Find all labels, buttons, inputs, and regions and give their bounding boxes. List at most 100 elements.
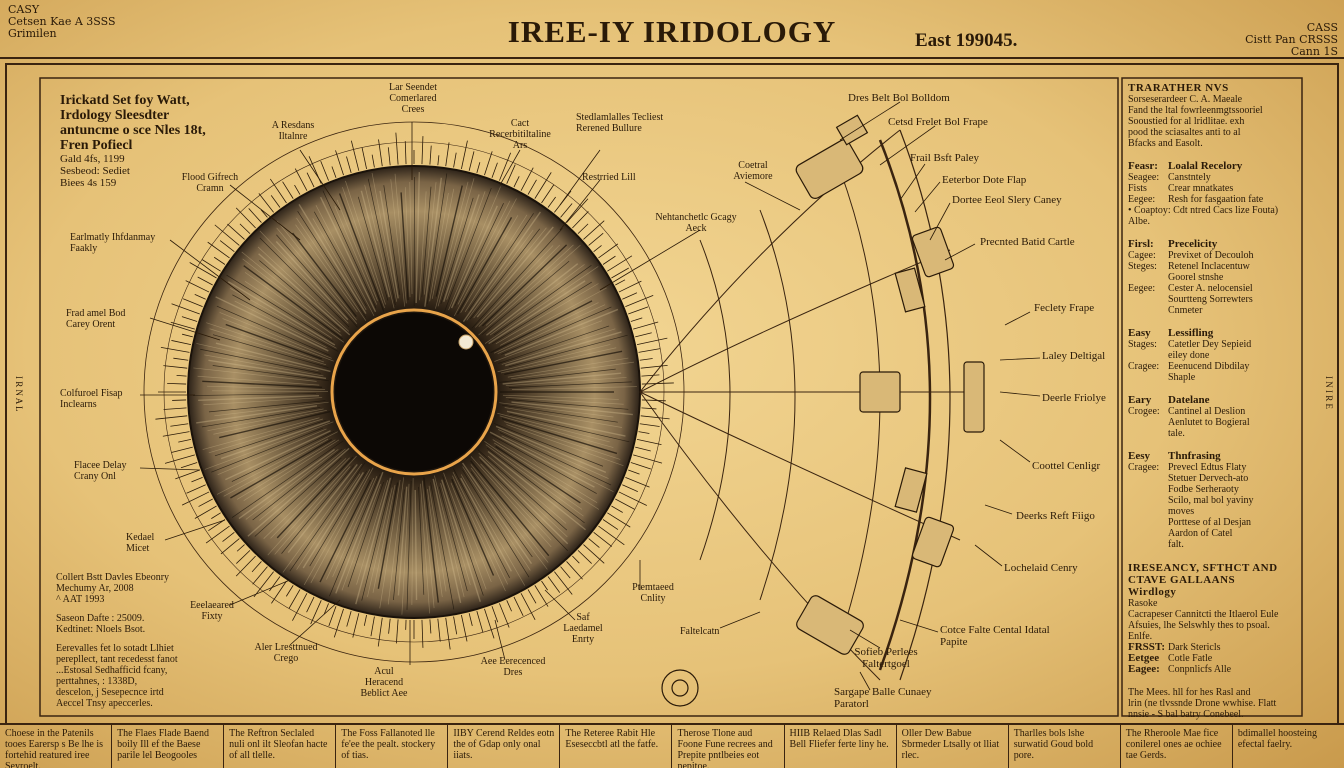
sidebar-group-row: eiley done xyxy=(1128,350,1293,361)
diagram-label: Flacee Delay Crany Onl xyxy=(74,460,127,482)
diagram-label: Sargape Balle Cunaey Paratorl xyxy=(834,686,932,710)
caption-line: CASS xyxy=(1306,21,1338,34)
sidebar-group-heading: Feasr:Loalal Recelory xyxy=(1128,161,1293,172)
note-line: ^ AAT 1993 xyxy=(56,594,105,605)
sidebar-row-key xyxy=(1128,473,1168,484)
sidebar-row-key xyxy=(1128,372,1168,383)
sidebar-group-row: Sourtteng Sorrewters xyxy=(1128,294,1293,305)
sidebar-row-value: Aenlutet to Bogieral xyxy=(1168,417,1250,428)
sidebar-row-value: Cester A. nelocensiel xyxy=(1168,283,1253,294)
sidebar-row-value: Eeenucend Dibdilay xyxy=(1168,361,1250,372)
caption-line: CASY xyxy=(8,3,40,16)
sidebar-group-row: Fodbe Serheraoty xyxy=(1128,484,1293,495)
diagram-label: Earlmatly Ihfdanmay Faakly xyxy=(70,232,156,254)
sidebar-row-key: Seagee: xyxy=(1128,172,1160,183)
sidebar-section-line: Rasoke xyxy=(1128,598,1158,609)
sidebar-row-value: Catetler Dey Sepieid xyxy=(1168,339,1252,350)
sidebar-row-key: Eegee: xyxy=(1128,283,1156,294)
sidebar-row-value: Dark Stericls xyxy=(1168,642,1221,653)
top-left-note: Irickatd Set foy Watt, Irdology Sleesdte… xyxy=(60,93,230,189)
sidebar-row-value: Aardon of Catel xyxy=(1168,528,1233,539)
sidebar-group-row: Shaple xyxy=(1128,372,1293,383)
note-line: Aeccel Tnsy apeccerles. xyxy=(56,698,153,709)
left-notes-block: Collert Bstt Davles Ebeonry Mechumy Ar, … xyxy=(56,572,206,709)
left-side-tab: I R N A L xyxy=(14,376,24,412)
sidebar-group-key: Easy xyxy=(1128,327,1151,339)
sidebar-row-value: Sourtteng Sorrewters xyxy=(1168,294,1253,305)
sidebar-row-key xyxy=(1128,495,1168,506)
sidebar-row-key xyxy=(1128,484,1168,495)
note-line: Saseon Dafte : 25009. xyxy=(56,613,145,624)
note-line: Kedtinet: Nloels Bsot. xyxy=(56,624,146,635)
sidebar-intro-line: Bfacks and Easolt. xyxy=(1128,138,1203,149)
note-line: Mechumy Ar, 2008 xyxy=(56,583,134,594)
label-leader-lines xyxy=(139,101,1041,691)
sidebar-row-key: Eegee: xyxy=(1128,194,1156,205)
diagram-label: Faltelcatn xyxy=(680,626,720,637)
sidebar-group-row: Aardon of Catel xyxy=(1128,528,1293,539)
sidebar-row-key: Fists xyxy=(1128,183,1147,194)
sidebar-row-key: Cragee: xyxy=(1128,361,1160,372)
diagram-label: Lochelaid Cenry xyxy=(1004,562,1078,574)
sidebar-row-key xyxy=(1128,506,1168,517)
diagram-label: Saf Laedamel Enrty xyxy=(563,612,603,645)
caption-line: Grimilen xyxy=(8,27,57,40)
note-line: Eerevalles fet lo sotadt Llhiet xyxy=(56,643,174,654)
sidebar-group-key: Firsl: xyxy=(1128,238,1154,250)
sidebar-group-row: Eegee:Resh for fasgaation fate xyxy=(1128,194,1293,205)
sidebar-group-row: Aenlutet to Bogieral xyxy=(1128,417,1293,428)
diagram-label: Aler Lresttnued Crego xyxy=(254,642,318,664)
sidebar-row-value: tale. xyxy=(1168,428,1185,439)
pupil-ring xyxy=(330,308,498,476)
note-line: perttahnes, : 1338D, xyxy=(56,676,138,687)
sidebar-row-key: Steges: xyxy=(1128,261,1157,272)
sidebar-group-row: Crogee: Cantinel al Deslion xyxy=(1128,406,1293,417)
sidebar-section-line: Enlfe. xyxy=(1128,631,1153,642)
note-heading: antuncme o sce Nles 18t, xyxy=(60,123,206,138)
diagram-label: Cotce Falte Cental Idatal Papite xyxy=(940,624,1050,648)
sidebar-row-value: Retenel Inclacentuw xyxy=(1168,261,1250,272)
sidebar-row-key xyxy=(1128,294,1168,305)
top-right-caption: CASS Cistt Pan CRSSS Cann 1S xyxy=(1245,22,1338,58)
diagram-label: Dres Belt Bol Bolldom xyxy=(848,92,950,104)
sidebar-row-key: Cagee: xyxy=(1128,250,1156,261)
sidebar-section-line: lrin (ne tlvssnde Drone wwhise. Flatt xyxy=(1128,698,1277,709)
legend-sidebar: TRARATHER NVS Sorseserardeer C. A. Maeal… xyxy=(1128,82,1293,720)
sidebar-section-title: CTAVE GALLAANS xyxy=(1128,574,1236,586)
sidebar-row-key: Cragee: xyxy=(1128,462,1160,473)
sidebar-row-value: falt. xyxy=(1168,539,1184,550)
right-side-tab: I N I R E xyxy=(1324,376,1334,409)
sidebar-frame xyxy=(1121,77,1303,717)
footer-note-cell: The Reftron Seclaled nuli onl ilt Sleofa… xyxy=(223,724,335,768)
diagram-label: Dortee Eeol Slery Caney xyxy=(952,194,1062,206)
sidebar-row-key: Crogee: xyxy=(1128,406,1160,417)
diagram-label: Flood Gifrech Cramn xyxy=(181,172,239,194)
caption-line: Cetsen Kae A 3SSS xyxy=(8,15,116,28)
sidebar-row-value: eiley done xyxy=(1168,350,1210,361)
pupil-highlight xyxy=(458,334,474,350)
diagram-label: Restrried Lill xyxy=(582,172,636,183)
inner-frame xyxy=(39,77,1119,717)
sidebar-row-value: Previxet of Decouloh xyxy=(1168,250,1254,261)
diagram-label: Kedael Micet xyxy=(126,532,155,554)
sidebar-row-value: Conpnlicfs Alle xyxy=(1168,664,1232,675)
note-line: ...Estosal Sedhafficid fcany, xyxy=(56,665,168,676)
diagram-label: Acul Heracend Beblict Aee xyxy=(360,666,408,699)
footer-note-cell: bdimallel hoosteing efectal faelry. xyxy=(1231,724,1344,768)
sidebar-row-value: Cantinel al Deslion xyxy=(1168,406,1246,417)
sidebar-section-row: Eagee:Conpnlicfs Alle xyxy=(1128,664,1293,676)
iris-ray-lines xyxy=(155,132,674,650)
diagram-label: Cetsd Frelet Bol Frape xyxy=(888,116,988,128)
diagram-label: Nehtanchetlc Gcagy Aeck xyxy=(655,212,737,234)
footer-note-cell: IIBY Cerend Reldes eotn the of Gdap only… xyxy=(447,724,559,768)
sidebar-row-value: Porttese of al Desjan xyxy=(1168,517,1252,528)
footer-note-cell: The Reteree Rabit Hle Eseseccbtl atl the… xyxy=(559,724,671,768)
note-line: Biees 4s 159 xyxy=(60,177,117,189)
diagram-label: Lar Seendet Comerlared Crees xyxy=(388,82,438,115)
sidebar-group-title: Datelane xyxy=(1168,394,1210,406)
diagram-label: Eeterbor Dote Flap xyxy=(942,174,1027,186)
note-line: Gald 4fs, 1199 xyxy=(60,153,125,165)
sidebar-group-title: Thnfrasing xyxy=(1168,450,1221,462)
